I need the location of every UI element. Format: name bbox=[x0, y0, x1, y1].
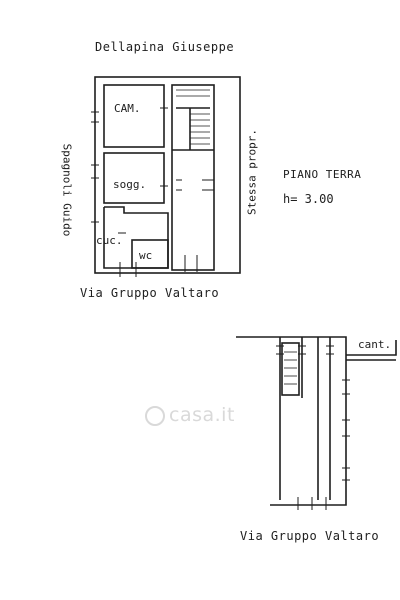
opening-marks-basement bbox=[276, 345, 350, 510]
room-wc-walls bbox=[131, 239, 169, 269]
owner-label: Dellapina Giuseppe bbox=[95, 40, 235, 54]
height-label: h= 3.00 bbox=[283, 192, 334, 206]
room-cant-walls bbox=[346, 340, 397, 356]
street-label-ground: Via Gruppo Valtaro bbox=[80, 286, 220, 300]
room-cuc-walls bbox=[103, 206, 169, 269]
street-label-basement: Via Gruppo Valtaro bbox=[240, 529, 380, 543]
watermark: casa.it bbox=[145, 404, 235, 426]
watermark-logo-icon bbox=[145, 405, 165, 426]
room-label-cam: CAM. bbox=[114, 102, 141, 115]
basement-stair-treads bbox=[284, 351, 297, 385]
left-neighbour-label: Spagnoli Guido bbox=[60, 143, 74, 237]
room-label-sogg: sogg. bbox=[113, 178, 147, 191]
room-sogg-walls bbox=[103, 152, 165, 204]
room-label-cuc: cuc. bbox=[96, 234, 123, 247]
stair-treads bbox=[176, 89, 210, 145]
room-cam-walls bbox=[103, 84, 165, 148]
opening-marks-ground bbox=[91, 107, 214, 277]
watermark-text: casa.it bbox=[169, 404, 235, 426]
staircase-walls bbox=[171, 84, 215, 271]
basement-outline bbox=[236, 336, 347, 506]
room-label-wc: wc bbox=[139, 249, 153, 262]
right-neighbour-label: Stessa propr. bbox=[245, 128, 259, 216]
basement-stair bbox=[281, 342, 300, 396]
room-label-cant: cant. bbox=[358, 338, 392, 351]
ground-floor-outline bbox=[94, 76, 241, 274]
floor-label: PIANO TERRA bbox=[283, 168, 362, 181]
